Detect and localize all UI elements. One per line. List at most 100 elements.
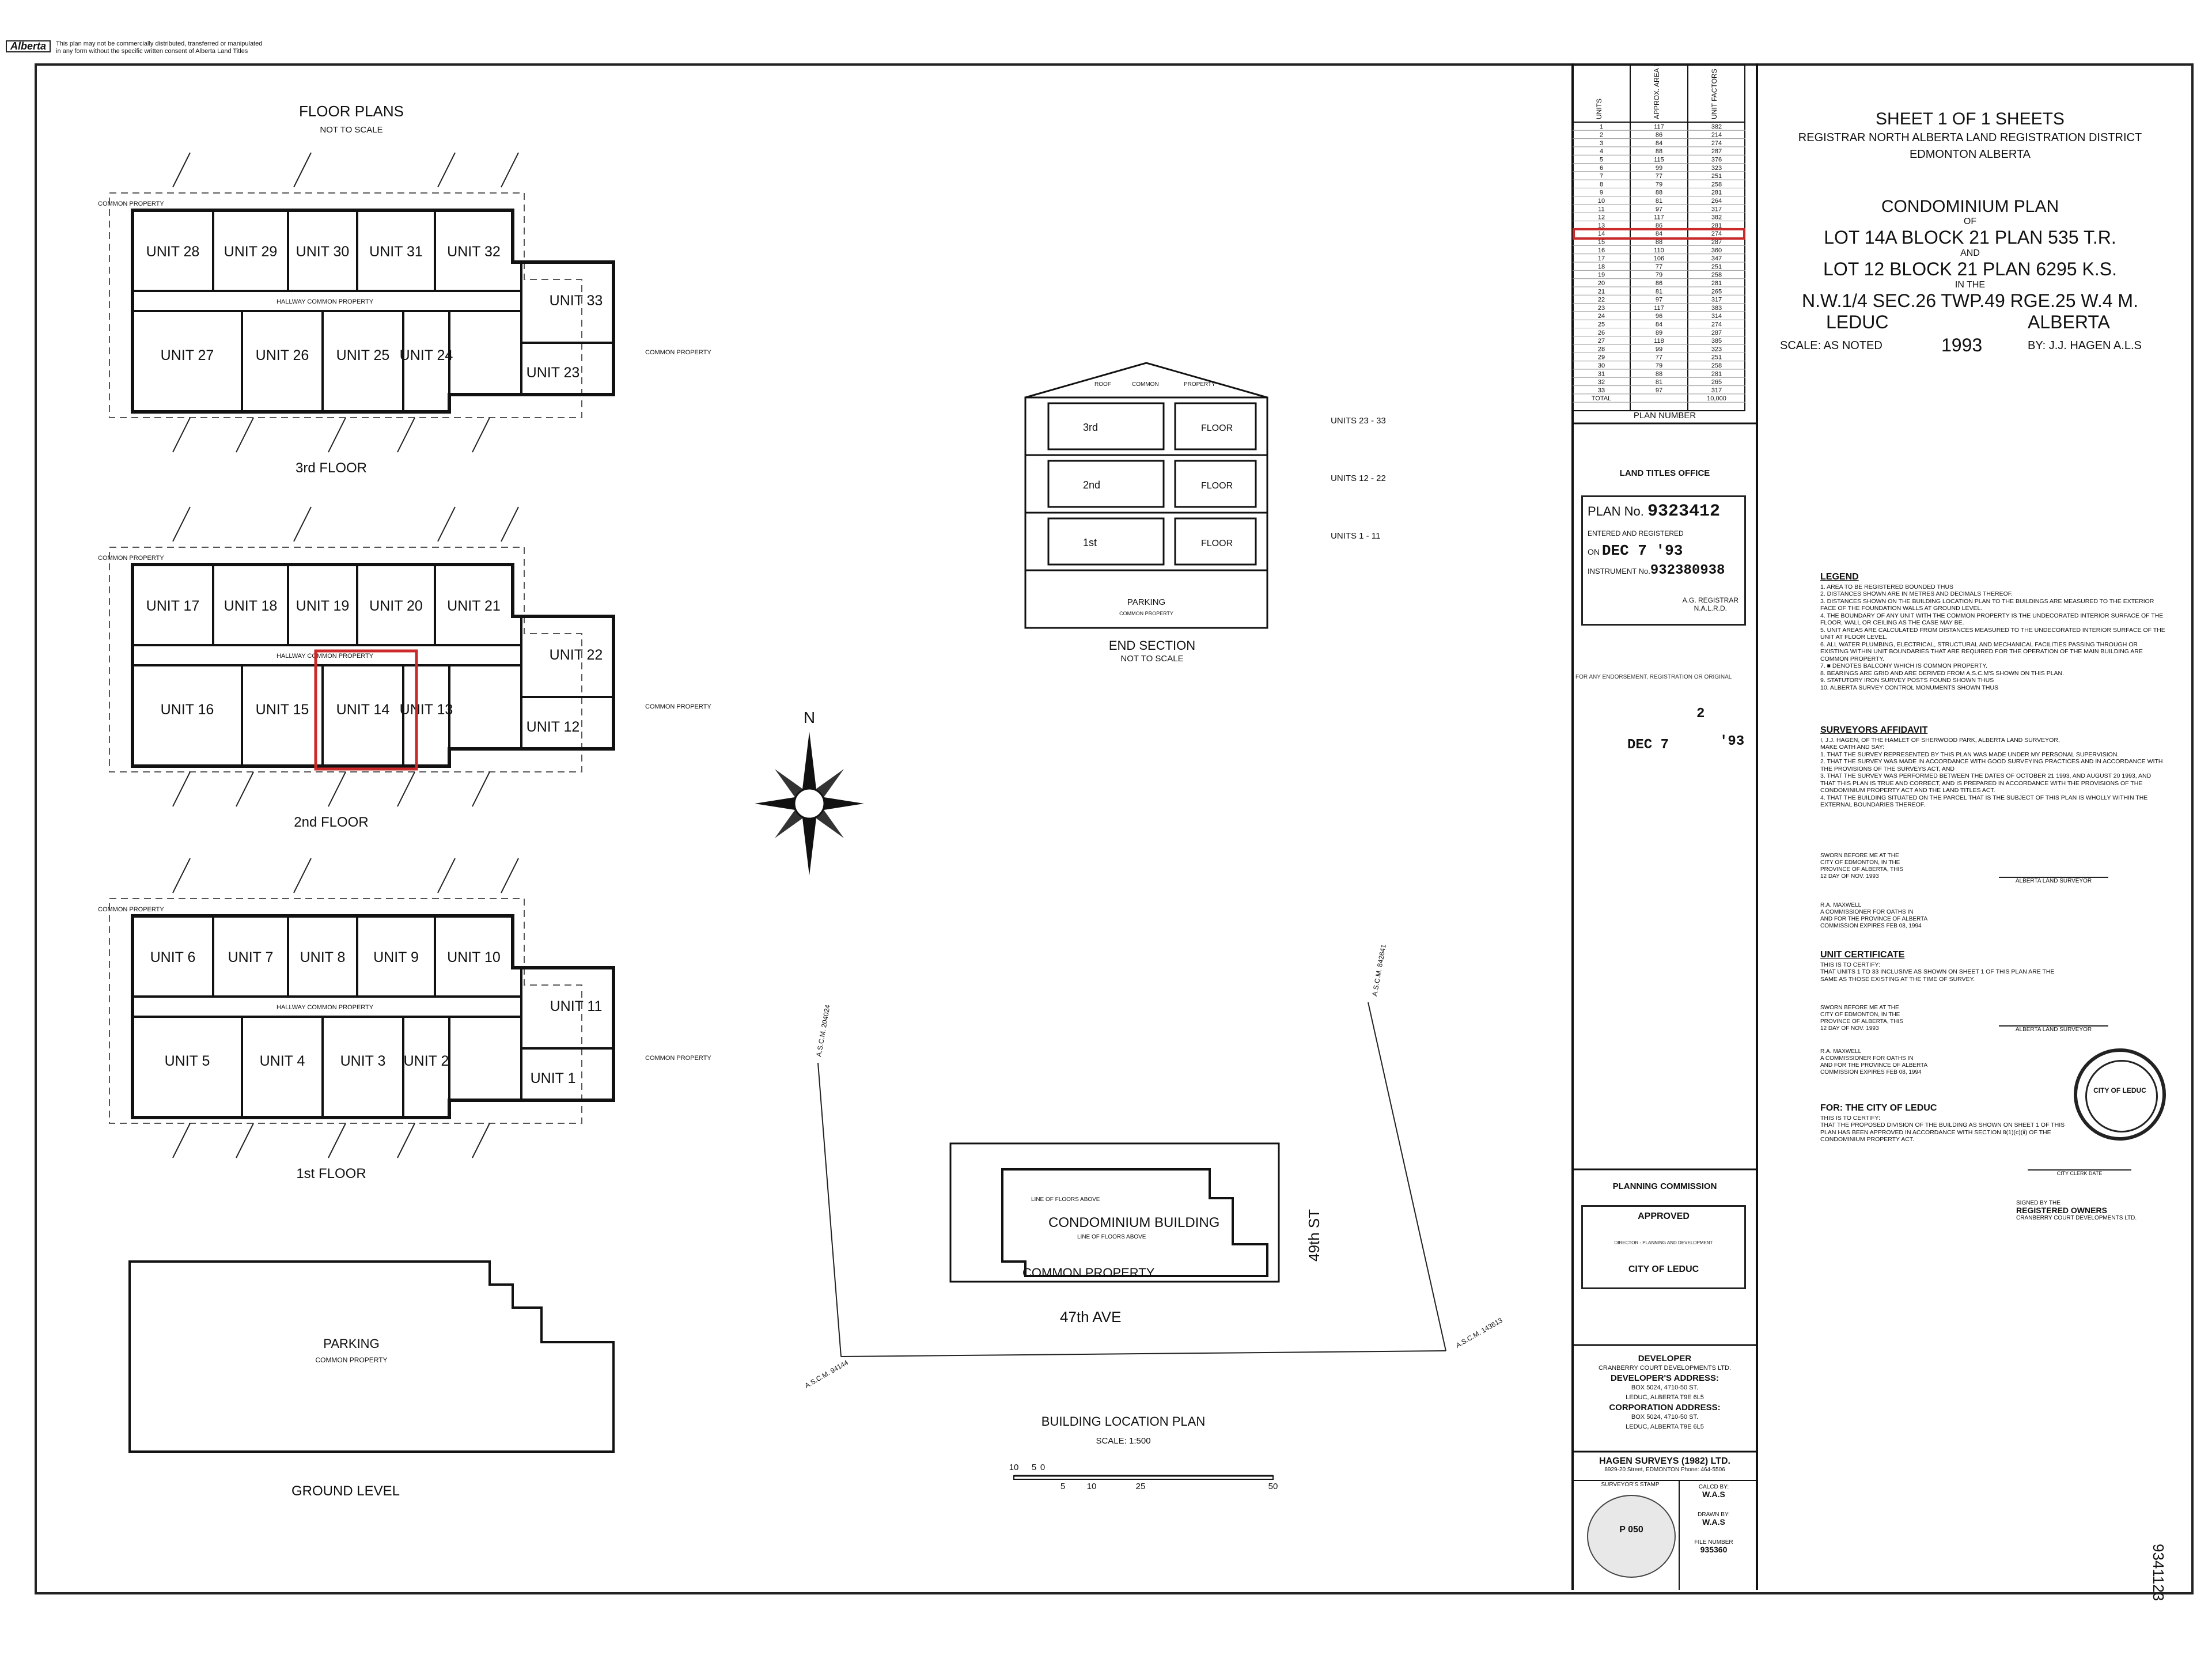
municipality-line: LEDUC ALBERTA bbox=[1763, 312, 2177, 335]
table-cell: 89 bbox=[1656, 329, 1662, 336]
table-cell: 79 bbox=[1656, 272, 1662, 279]
unit-label: UNIT 7 bbox=[228, 949, 274, 965]
drawn-value: W.A.S bbox=[1702, 1517, 1725, 1527]
highlighted-unit-box bbox=[314, 649, 418, 771]
registration-date: DEC 7 '93 bbox=[1601, 542, 1683, 559]
unit-label: UNIT 6 bbox=[150, 949, 196, 965]
plan-number-label: PLAN NUMBER bbox=[1633, 411, 1696, 421]
table-cell: 347 bbox=[1711, 255, 1722, 262]
commissioner-line: AND FOR THE PROVINCE OF ALBERTA bbox=[1820, 916, 1928, 922]
ascm-label: A.S.C.M. 94144 bbox=[804, 1358, 850, 1390]
endorsement-stamp: FOR ANY ENDORSEMENT, REGISTRATION OR ORI… bbox=[1575, 674, 1754, 772]
table-cell: 25 bbox=[1598, 321, 1605, 328]
unit-label: UNIT 5 bbox=[165, 1053, 210, 1069]
common-property-label: COMMON PROPERTY bbox=[645, 1055, 711, 1062]
unit-certificate-surveyor-label: ALBERTA LAND SURVEYOR bbox=[1999, 1025, 2108, 1033]
table-cell: 18 bbox=[1598, 263, 1605, 270]
registrar-city: EDMONTON ALBERTA bbox=[1909, 148, 2031, 161]
table-cell: 17 bbox=[1598, 255, 1605, 262]
unit-label: UNIT 27 bbox=[161, 347, 214, 363]
table-cell: 317 bbox=[1711, 297, 1722, 304]
parking-common-label: COMMON PROPERTY bbox=[315, 1356, 388, 1364]
table-cell: 323 bbox=[1711, 165, 1722, 172]
table-cell: 5 bbox=[1600, 157, 1603, 164]
scale-tick-label: 25 bbox=[1136, 1482, 1146, 1491]
on-label: ON bbox=[1588, 547, 1600, 556]
building-location-plan: CONDOMINIUM BUILDING COMMON PROPERTY LINE … bbox=[804, 944, 1504, 1390]
unit-label: UNIT 17 bbox=[146, 598, 200, 614]
unit-certificate-line: SAME AS THOSE EXISTING AT THE TIME OF SU… bbox=[1820, 975, 1975, 983]
table-cell: 19 bbox=[1598, 272, 1605, 279]
common-property-label: COMMON PROPERTY bbox=[1022, 1266, 1155, 1280]
table-header: UNIT FACTORS bbox=[1710, 69, 1718, 119]
ground-level-title: GROUND LEVEL bbox=[291, 1483, 400, 1499]
endorsement-number: 2 bbox=[1696, 706, 1705, 722]
surveyor-calc-block: CALCD BY: W.A.S DRAWN BY: W.A.S FILE NUM… bbox=[1682, 1483, 1745, 1554]
table-cell: 22 bbox=[1598, 297, 1605, 304]
section-floor-label: FLOOR bbox=[1201, 481, 1233, 491]
unit-label: UNIT 13 bbox=[400, 702, 453, 718]
common-property-label: COMMON PROPERTY bbox=[98, 555, 164, 562]
table-cell: 28 bbox=[1598, 346, 1605, 353]
commissioner-line: A COMMISSIONER FOR OATHS IN bbox=[1820, 909, 1914, 915]
table-cell: 81 bbox=[1656, 198, 1662, 204]
approved-label: APPROVED bbox=[1638, 1211, 1690, 1221]
table-cell: 77 bbox=[1656, 354, 1662, 361]
developer-address-heading: DEVELOPER'S ADDRESS: bbox=[1610, 1373, 1719, 1383]
affidavit-line: MAKE OATH AND SAY: bbox=[1820, 744, 1885, 751]
margin-note: 9341123 bbox=[2150, 1544, 2167, 1601]
endorsement-year: '93 bbox=[1719, 734, 1745, 749]
registrar-district: REGISTRAR NORTH ALBERTA LAND REGISTRATIO… bbox=[1798, 131, 2142, 144]
table-cell: 77 bbox=[1656, 173, 1662, 180]
commissioner-line: AND FOR THE PROVINCE OF ALBERTA bbox=[1820, 1062, 1928, 1069]
table-cell: 360 bbox=[1711, 247, 1722, 254]
of-label: OF bbox=[1963, 217, 1977, 226]
affidavit-line: I, J.J. HAGEN, OF THE HAMLET OF SHERWOOD… bbox=[1820, 736, 2060, 744]
table-cell: 117 bbox=[1654, 305, 1664, 312]
unit-certificate-heading: UNIT CERTIFICATE bbox=[1820, 950, 1905, 960]
floor-name: 1st FLOOR bbox=[296, 1166, 366, 1181]
legend-item: 5. UNIT AREAS ARE CALCULATED FROM DISTAN… bbox=[1820, 626, 2165, 641]
affidavit-line: 2. THAT THE SURVEY WAS MADE IN ACCORDANC… bbox=[1820, 758, 2163, 772]
legend-item: 9. STATUTORY IRON SURVEY POSTS FOUND SHO… bbox=[1820, 677, 1994, 684]
table-cell: 265 bbox=[1711, 379, 1722, 386]
table-cell: 115 bbox=[1654, 157, 1664, 164]
disclaimer-line-2: in any form without the specific written… bbox=[56, 48, 248, 55]
condominium-building-label: CONDOMINIUM BUILDING bbox=[1048, 1215, 1219, 1230]
table-cell: 27 bbox=[1598, 338, 1605, 344]
unit-label: UNIT 12 bbox=[527, 719, 580, 735]
table-cell: 6 bbox=[1600, 165, 1603, 172]
on-date-line: ON DEC 7 '93 bbox=[1588, 542, 1683, 559]
table-cell: 97 bbox=[1656, 206, 1662, 213]
commissioner-line: COMMISSION EXPIRES FEB 08, 1994 bbox=[1820, 923, 1922, 929]
table-cell: 258 bbox=[1711, 181, 1722, 188]
table-cell: 15 bbox=[1598, 239, 1605, 246]
legend-item: 1. AREA TO BE REGISTERED BOUNDED THUS bbox=[1820, 583, 1954, 590]
legend-item: 7. ■ DENOTES BALCONY WHICH IS COMMON PRO… bbox=[1820, 662, 1987, 669]
section-floor-name: 3rd bbox=[1083, 422, 1098, 433]
scale-tick-label: 50 bbox=[1268, 1482, 1278, 1491]
table-cell: 214 bbox=[1711, 132, 1722, 139]
table-cell: 97 bbox=[1656, 297, 1662, 304]
table-cell: 79 bbox=[1656, 362, 1662, 369]
unit-label: UNIT 20 bbox=[369, 598, 423, 614]
corporation-address-heading: CORPORATION ADDRESS: bbox=[1609, 1403, 1721, 1412]
calced-label: CALCD BY: bbox=[1698, 1484, 1729, 1490]
in-the-label: IN THE bbox=[1955, 280, 1986, 290]
table-cell: TOTAL bbox=[1592, 395, 1611, 402]
line-of-floors-label: LINE OF FLOORS ABOVE bbox=[1031, 1196, 1100, 1203]
table-cell: 31 bbox=[1598, 370, 1605, 377]
plan-year: 1993 bbox=[1941, 335, 1983, 355]
legend-item: 10. ALBERTA SURVEY CONTROL MONUMENTS SHO… bbox=[1820, 684, 1999, 691]
planning-stamp: APPROVED DIRECTOR - PLANNING AND DEVELOP… bbox=[1581, 1205, 1746, 1289]
table-cell: 16 bbox=[1598, 247, 1605, 254]
unit-label: UNIT 24 bbox=[400, 347, 453, 363]
table-cell: 2 bbox=[1600, 132, 1603, 139]
street-st-label: 49th ST bbox=[1305, 1209, 1323, 1262]
lot-1: LOT 14A BLOCK 21 PLAN 535 T.R. bbox=[1824, 227, 2116, 248]
scale-tick-label: 0 bbox=[1040, 1463, 1045, 1472]
developer-name: CRANBERRY COURT DEVELOPMENTS LTD. bbox=[1598, 1365, 1732, 1372]
